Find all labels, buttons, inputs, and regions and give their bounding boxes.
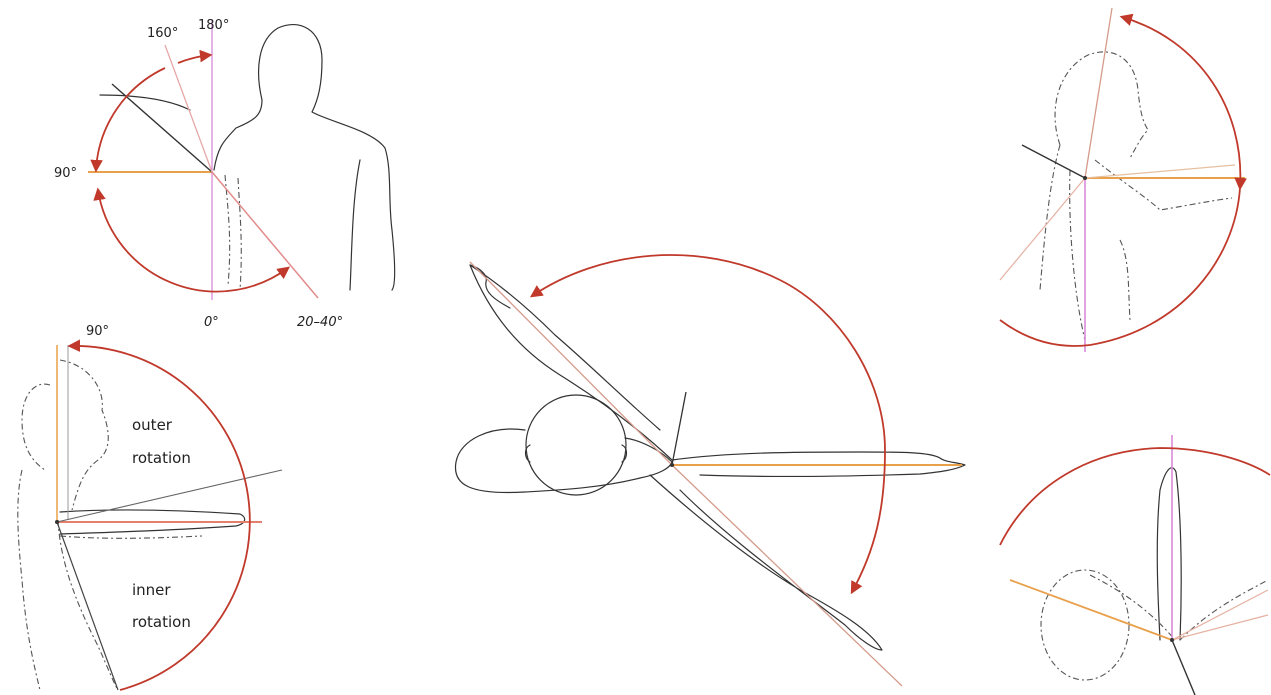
flexion-head-outline [1055, 52, 1148, 158]
label-180: 180° [198, 18, 229, 33]
rotation-top-line-down [1172, 640, 1195, 695]
arc-to-180 [178, 55, 210, 63]
label-90: 90° [54, 166, 77, 181]
arm-dashed [100, 95, 190, 110]
hand-up [470, 265, 510, 308]
center-pivot [670, 463, 674, 467]
rotation-top-pivot [1170, 638, 1174, 642]
label-inner-rotation: rotation [132, 613, 191, 631]
forearm-lower [60, 536, 202, 538]
rotation-inner-line [57, 522, 118, 690]
line-20-40 [212, 172, 318, 298]
center-arc [532, 255, 885, 592]
figure-abduction: 180° 160° 90° 0° 20–40° [54, 18, 395, 330]
label-outer-rotation: rotation [132, 449, 191, 467]
label-rotation-90: 90° [86, 324, 109, 339]
center-line-up [470, 262, 672, 465]
label-inner: inner [132, 581, 171, 599]
rotation-top-arm [1090, 575, 1268, 640]
label-20-40: 20–40° [297, 315, 343, 330]
line-160 [165, 45, 212, 172]
figure-flexion [1000, 8, 1245, 352]
flexion-line-up [1085, 8, 1112, 178]
center-line-down [672, 465, 902, 686]
flexion-body-side [1120, 240, 1130, 320]
body-front-outline [60, 360, 108, 510]
rotation-top-head [1041, 570, 1129, 680]
rotation-top-line-left [1010, 580, 1172, 640]
torso-left-side [214, 100, 262, 170]
head-outline [22, 384, 50, 470]
rotation-top-line-right2 [1172, 615, 1268, 640]
flexion-thin-line [1085, 165, 1235, 178]
arc-abduction-upper [96, 68, 165, 170]
flexion-pivot [1083, 176, 1087, 180]
arc-adduction-lower [98, 190, 288, 292]
arm-down-outline [650, 475, 882, 650]
arm-up-outline [470, 265, 672, 460]
label-outer: outer [132, 416, 173, 434]
arm-down-outline [225, 175, 241, 290]
center-line-vertical [672, 392, 686, 465]
rotation-top-arc [1000, 448, 1270, 545]
rotation-arc [70, 346, 250, 690]
torso-outline [259, 25, 395, 290]
body-back-outline [18, 470, 40, 690]
label-160: 160° [147, 26, 178, 41]
shoulders-outline [455, 429, 672, 492]
flexion-arc-lower [1000, 188, 1240, 346]
rotation-top-forearm [1157, 468, 1181, 640]
torso-right-lower [350, 160, 360, 290]
rotation-top-line-right [1172, 590, 1268, 640]
figure-horizontal-motion [455, 255, 965, 686]
rotation-pivot [55, 520, 59, 524]
figure-rotation-top [1000, 435, 1270, 695]
figure-rotation: 90° outer rotation inner rotation [18, 324, 282, 690]
label-0: 0° [204, 315, 219, 330]
